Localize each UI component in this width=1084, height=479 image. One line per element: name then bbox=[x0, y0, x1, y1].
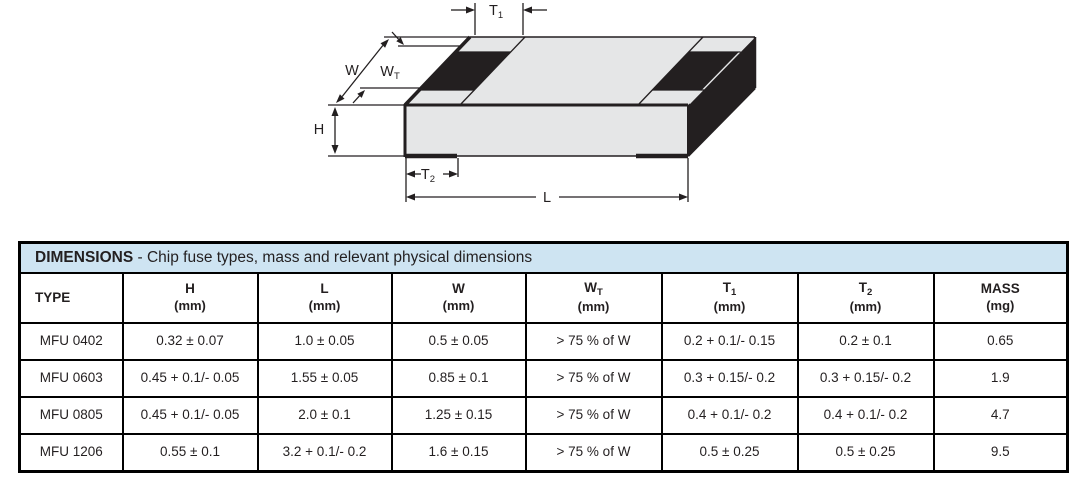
cell-t1: 0.4 + 0.1/- 0.2 bbox=[660, 396, 799, 435]
table-row: MFU 0402 0.32 ± 0.07 1.0 ± 0.05 0.5 ± 0.… bbox=[18, 322, 1069, 361]
cell-mass: 9.5 bbox=[932, 433, 1069, 473]
col-header-wt: WT(mm) bbox=[524, 272, 663, 324]
cell-type: MFU 0603 bbox=[18, 359, 124, 398]
cell-mass: 4.7 bbox=[932, 396, 1069, 435]
cell-t2: 0.3 + 0.15/- 0.2 bbox=[796, 359, 935, 398]
cell-l: 1.0 ± 0.05 bbox=[256, 322, 393, 361]
cell-t2: 0.4 + 0.1/- 0.2 bbox=[796, 396, 935, 435]
col-header-h: H(mm) bbox=[121, 272, 259, 324]
cell-t2: 0.5 ± 0.25 bbox=[796, 433, 935, 473]
right-terminal-end-face bbox=[688, 37, 755, 156]
cell-type: MFU 0805 bbox=[18, 396, 124, 435]
cell-wt: > 75 % of W bbox=[524, 433, 663, 473]
table-title: DIMENSIONS - Chip fuse types, mass and r… bbox=[18, 241, 1069, 274]
cell-mass: 1.9 bbox=[932, 359, 1069, 398]
cell-wt: > 75 % of W bbox=[524, 396, 663, 435]
col-header-w: W(mm) bbox=[390, 272, 527, 324]
label-h: H bbox=[314, 122, 324, 138]
dimension-t2 bbox=[405, 158, 459, 202]
label-t1: T1 bbox=[489, 3, 503, 21]
col-header-l: L(mm) bbox=[256, 272, 393, 324]
cell-l: 1.55 ± 0.05 bbox=[256, 359, 393, 398]
cell-h: 0.45 + 0.1/- 0.05 bbox=[121, 359, 259, 398]
cell-t1: 0.5 ± 0.25 bbox=[660, 433, 799, 473]
cell-h: 0.45 + 0.1/- 0.05 bbox=[121, 396, 259, 435]
cell-type: MFU 1206 bbox=[18, 433, 124, 473]
left-terminal-top-band bbox=[419, 52, 511, 90]
table-title-bold: DIMENSIONS bbox=[35, 249, 134, 267]
cell-t1: 0.2 + 0.1/- 0.15 bbox=[660, 322, 799, 361]
cell-t2: 0.2 ± 0.1 bbox=[796, 322, 935, 361]
table-row: MFU 0805 0.45 + 0.1/- 0.05 2.0 ± 0.1 1.2… bbox=[18, 396, 1069, 435]
col-header-t1: T1(mm) bbox=[660, 272, 799, 324]
cell-wt: > 75 % of W bbox=[524, 322, 663, 361]
label-wt: WT bbox=[380, 64, 400, 82]
dimension-t1 bbox=[451, 3, 547, 35]
chip-fuse-isometric-drawing: T1 W WT H T2 L bbox=[314, 3, 757, 206]
table-row: MFU 0603 0.45 + 0.1/- 0.05 1.55 ± 0.05 0… bbox=[18, 359, 1069, 398]
table-title-rest: - Chip fuse types, mass and relevant phy… bbox=[133, 249, 533, 267]
cell-l: 3.2 + 0.1/- 0.2 bbox=[256, 433, 393, 473]
cell-w: 1.6 ± 0.15 bbox=[390, 433, 527, 473]
table-header-row: TYPE H(mm) L(mm) W(mm) WT(mm) T1(mm) T2(… bbox=[18, 272, 1069, 324]
label-l: L bbox=[543, 190, 551, 206]
cell-wt: > 75 % of W bbox=[524, 359, 663, 398]
dimensions-table: DIMENSIONS - Chip fuse types, mass and r… bbox=[18, 241, 1070, 473]
dimension-l bbox=[406, 158, 689, 202]
chip-front-face bbox=[405, 105, 688, 156]
cell-w: 1.25 ± 0.15 bbox=[390, 396, 527, 435]
cell-h: 0.32 ± 0.07 bbox=[121, 322, 259, 361]
top-end-seam bbox=[688, 37, 755, 104]
dimension-w-wt bbox=[328, 31, 470, 106]
cell-w: 0.85 ± 0.1 bbox=[390, 359, 527, 398]
cell-mass: 0.65 bbox=[932, 322, 1069, 361]
table-row: MFU 1206 0.55 ± 0.1 3.2 + 0.1/- 0.2 1.6 … bbox=[18, 433, 1069, 473]
cell-w: 0.5 ± 0.05 bbox=[390, 322, 527, 361]
chip-fuse-dimension-diagram: T1 W WT H T2 L bbox=[0, 0, 1084, 230]
col-header-type: TYPE bbox=[18, 272, 124, 324]
table-title-row: DIMENSIONS - Chip fuse types, mass and r… bbox=[18, 241, 1069, 274]
cell-type: MFU 0402 bbox=[18, 322, 124, 361]
thick-edges bbox=[403, 35, 757, 159]
col-header-t2: T2(mm) bbox=[796, 272, 935, 324]
cell-l: 2.0 ± 0.1 bbox=[256, 396, 393, 435]
col-header-mass: MASS(mg) bbox=[932, 272, 1069, 324]
right-terminal-top-band bbox=[652, 52, 741, 90]
label-w: W bbox=[345, 63, 359, 79]
label-t2: T2 bbox=[421, 167, 435, 185]
dimension-h bbox=[328, 107, 405, 157]
cell-h: 0.55 ± 0.1 bbox=[121, 433, 259, 473]
cell-t1: 0.3 + 0.15/- 0.2 bbox=[660, 359, 799, 398]
